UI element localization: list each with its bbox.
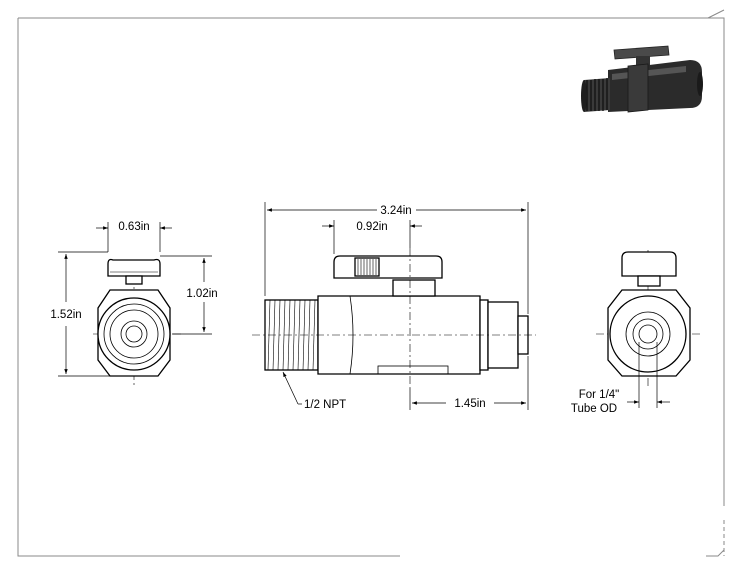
- dim-tube-side-length: 1.45in: [409, 356, 529, 410]
- thread-callout: 1/2 NPT: [282, 371, 346, 411]
- dim-overall-height-label: 1.52in: [50, 309, 81, 321]
- right-end-view: [596, 250, 700, 386]
- iso-port-end: [581, 80, 587, 112]
- sheet-border: [17, 9, 725, 557]
- dim-body-height: 1.02in: [160, 255, 218, 335]
- iso-handle: [613, 45, 670, 60]
- front-view: [252, 248, 536, 388]
- tube-od-label-line2: Tube OD: [571, 403, 617, 415]
- iso-handle-stem: [636, 56, 650, 66]
- dim-handle-offset: 0.92in: [322, 220, 422, 254]
- tube-od-callout: For 1/4" Tube OD: [571, 342, 670, 415]
- thread-callout-label: 1/2 NPT: [304, 399, 346, 411]
- dim-tube-side-length-label: 1.45in: [454, 398, 485, 410]
- dim-body-height-label: 1.02in: [186, 288, 217, 300]
- iso-collar: [627, 63, 649, 113]
- dim-handle-width-label: 0.63in: [118, 221, 149, 233]
- dim-handle-offset-label: 0.92in: [356, 221, 387, 233]
- iso-thread: [584, 78, 610, 112]
- iso-body: [608, 60, 702, 112]
- dim-overall-length: 3.24in: [264, 202, 529, 314]
- dim-overall-height: 1.52in: [50, 251, 122, 377]
- dim-handle-width: 0.63in: [96, 221, 172, 252]
- dim-overall-length-label: 3.24in: [380, 205, 411, 217]
- isometric-valve-view: [581, 45, 703, 113]
- left-end-view: [93, 258, 182, 388]
- tube-od-label-line1: For 1/4": [579, 389, 620, 401]
